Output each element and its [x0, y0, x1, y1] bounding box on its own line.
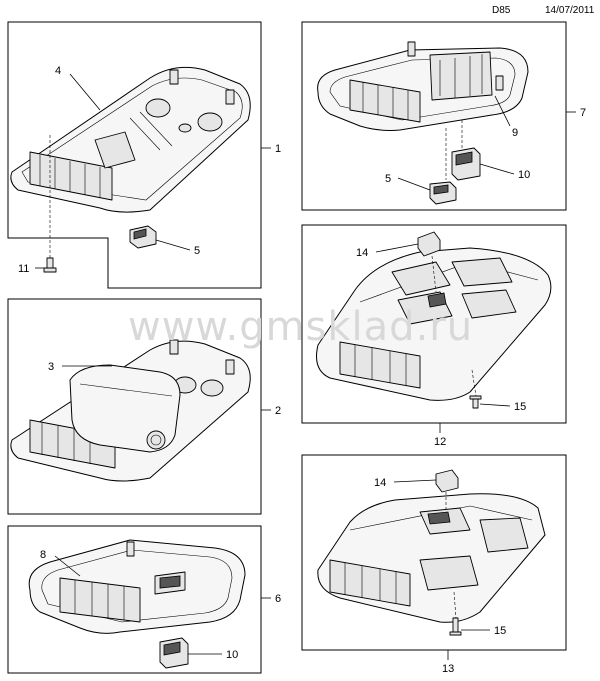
- panel-2: 3 2: [7, 298, 281, 515]
- panel-13-frame: [301, 454, 567, 651]
- leader-5: [155, 239, 191, 251]
- lamp-socket-part: [129, 225, 157, 249]
- clip-part: [417, 231, 441, 293]
- overhead-console-frame-part: [10, 66, 251, 213]
- panel-1-frame: [7, 21, 262, 289]
- panel-6: 8 10 6: [7, 525, 281, 674]
- callout-15: 15: [514, 401, 526, 413]
- panel-1: 4 5 11 1: [7, 21, 281, 289]
- leader-15: [479, 403, 511, 407]
- callout-4: 4: [55, 65, 61, 77]
- callout-8: 8: [40, 549, 46, 561]
- leader-9: [494, 95, 511, 127]
- leader-4: [69, 73, 101, 111]
- callout-9: 9: [512, 127, 518, 139]
- panel-2-frame: [7, 298, 262, 515]
- diagram-code: D85: [492, 5, 511, 16]
- leader-14-bottom: [393, 479, 437, 483]
- overhead-console-assembly-part: [316, 247, 552, 401]
- panel-number-7: 7: [580, 107, 586, 119]
- lamp-socket-part: [159, 637, 189, 669]
- leader-10-right: [479, 163, 515, 175]
- screw-part: [469, 369, 482, 409]
- leader-14: [375, 243, 419, 253]
- callout-10-left: 10: [226, 649, 238, 661]
- watermark: www.gmsklad.ru: [128, 304, 473, 350]
- panel-number-6: 6: [275, 593, 281, 605]
- panel-7: 9 5 10 7: [301, 21, 586, 211]
- callout-10-right: 10: [518, 169, 530, 181]
- panel-6-frame: [7, 525, 262, 674]
- overhead-console-assembly-part: [317, 493, 546, 623]
- overhead-console-frame-part: [28, 539, 246, 634]
- lamp-socket-part: [429, 181, 457, 205]
- lamp-socket-part: [451, 147, 481, 181]
- panel-number-12: 12: [434, 436, 446, 448]
- callout-3: 3: [48, 361, 54, 373]
- leader-8: [54, 555, 81, 577]
- callout-15-bottom: 15: [494, 625, 506, 637]
- screw-part: [449, 591, 462, 636]
- overhead-console-with-cover-part: [10, 339, 251, 482]
- panel-7-frame: [301, 21, 567, 211]
- panel-number-13: 13: [442, 663, 454, 675]
- callout-5: 5: [194, 245, 200, 257]
- clip-part: [435, 469, 459, 510]
- diagram-date: 14/07/2011: [545, 5, 595, 16]
- overhead-console-frame-part: [317, 41, 529, 131]
- callout-14: 14: [356, 247, 368, 259]
- callout-14-bottom: 14: [374, 477, 386, 489]
- callout-11: 11: [18, 263, 29, 275]
- leader-5-right: [397, 177, 431, 191]
- panel-number-1: 1: [275, 143, 281, 155]
- callout-5-right: 5: [385, 173, 391, 185]
- panel-number-2: 2: [275, 405, 281, 417]
- panel-12-frame: [301, 224, 567, 424]
- panel-13: 14 15 13: [301, 454, 567, 675]
- panel-12: 14 15 12: [301, 224, 567, 448]
- screw-part: [43, 135, 57, 273]
